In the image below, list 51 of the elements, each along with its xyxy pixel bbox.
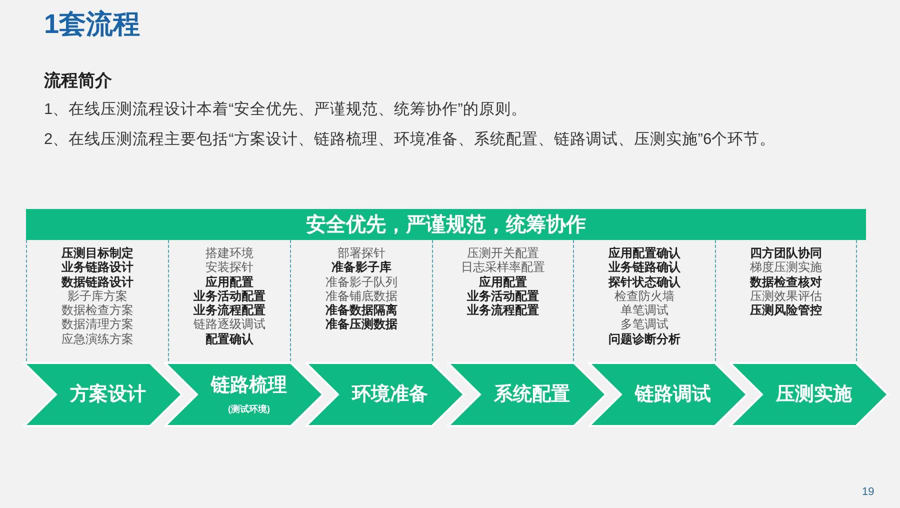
task-item: 安装探针 [206, 260, 254, 275]
task-item: 压测目标制定 [62, 246, 134, 260]
step-label: 环境准备 [352, 384, 428, 406]
task-item: 影子库方案 [68, 288, 128, 304]
task-item: 探针状态确认 [608, 274, 680, 289]
task-item: 业务活动配置 [194, 288, 266, 304]
task-item: 业务链路确认 [608, 260, 680, 275]
task-item: 梯度压测实施 [750, 260, 822, 275]
task-item: 搭建环境 [206, 246, 254, 260]
task-item: 压测风险管控 [750, 303, 822, 318]
step-label: 链路调试 [635, 384, 711, 406]
task-column [715, 240, 857, 361]
task-item: 准备影子队列 [326, 274, 398, 289]
task-item: 数据清理方案 [62, 317, 134, 332]
task-item: 应用配置 [206, 274, 254, 289]
task-item: 应用配置确认 [608, 246, 680, 260]
task-item: 数据检查方案 [62, 303, 134, 318]
task-item: 准备铺底数据 [326, 288, 398, 304]
step-label: 系统配置 [494, 384, 570, 406]
task-item: 部署探针 [338, 246, 386, 260]
task-item: 压测效果评估 [750, 288, 822, 304]
task-item: 业务链路设计 [62, 260, 134, 275]
task-item: 业务活动配置 [467, 288, 539, 304]
task-item: 日志采样率配置 [461, 260, 545, 275]
task-item: 数据链路设计 [62, 274, 134, 289]
step-note: (测试环境) [228, 404, 270, 414]
step-label: 方案设计 [70, 384, 146, 406]
intro-text: 2、在线压测流程主要包括“方案设计、链路梳理、环境准备、系统配置、链路调试、压测实施”6个环节。 [44, 130, 776, 150]
task-item: 数据检查核对 [750, 274, 822, 289]
task-item: 四方团队协同 [750, 246, 822, 260]
step-label: 链路梳理 [211, 374, 287, 396]
step-label: 压测实施 [776, 384, 852, 406]
task-item: 应急演练方案 [62, 332, 134, 346]
section-heading: 流程简介 [44, 70, 112, 92]
slide-title: 1套流程 [44, 8, 140, 40]
task-item: 单笔调试 [620, 303, 668, 318]
task-item: 准备数据隔离 [326, 303, 398, 318]
task-item: 业务流程配置 [467, 303, 539, 318]
task-item: 多笔调试 [620, 317, 668, 332]
intro-text: 1、在线压测流程设计本着“安全优先、严谨规范、统筹协作”的原则。 [44, 100, 527, 120]
task-item: 准备压测数据 [326, 317, 398, 332]
task-item: 业务流程配置 [194, 303, 266, 318]
task-item: 配置确认 [206, 332, 254, 346]
task-item: 检查防火墙 [614, 288, 674, 304]
task-item: 压测开关配置 [467, 246, 539, 260]
task-item: 问题诊断分析 [608, 332, 680, 346]
task-item: 准备影子库 [332, 260, 392, 275]
task-item: 应用配置 [479, 274, 527, 289]
heading-banner: 安全优先，严谨规范，统筹协作 [26, 209, 866, 240]
task-item: 链路逐级调试 [194, 317, 266, 332]
page-number: 19 [862, 485, 874, 499]
